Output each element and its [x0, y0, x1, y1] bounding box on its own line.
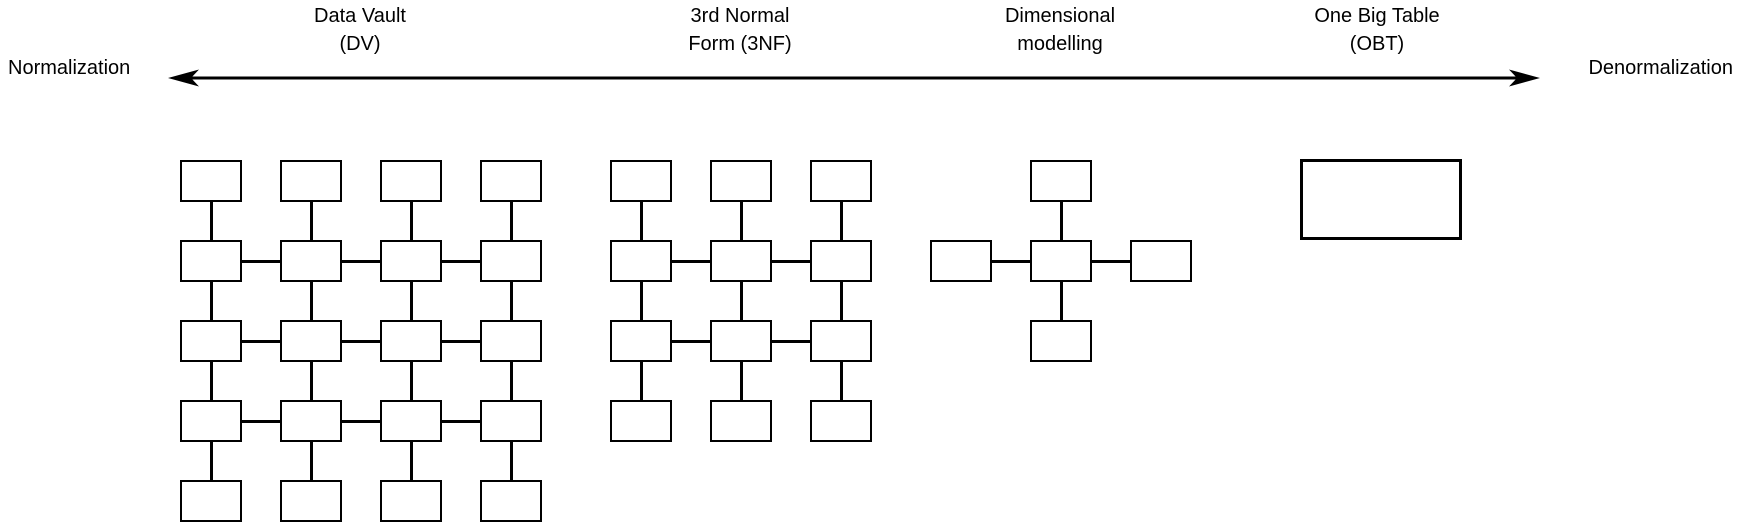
- table-box: [180, 240, 242, 282]
- connector-line: [1059, 282, 1063, 320]
- table-box: [610, 240, 672, 282]
- connector-line: [242, 339, 280, 343]
- connector-line: [509, 282, 513, 320]
- connector-line: [1092, 259, 1130, 263]
- table-box: [180, 320, 242, 362]
- approach-label-line1: 3rd Normal: [690, 5, 790, 27]
- denormalization-label: Denormalization: [1588, 57, 1733, 79]
- big-table-box: [1300, 159, 1462, 240]
- connector-line: [639, 362, 643, 400]
- connector-line: [342, 259, 380, 263]
- connector-line: [409, 282, 413, 320]
- table-box: [180, 480, 242, 522]
- connector-line: [342, 339, 380, 343]
- connector-line: [209, 362, 213, 400]
- table-box: [710, 240, 772, 282]
- connector-line: [639, 282, 643, 320]
- table-box: [280, 320, 342, 362]
- connector-line: [509, 442, 513, 480]
- connector-line: [242, 259, 280, 263]
- table-box: [280, 400, 342, 442]
- connector-line: [509, 362, 513, 400]
- table-box: [480, 320, 542, 362]
- approach-label-dimensional-modelling: Dimensional modelling: [1005, 2, 1115, 58]
- connector-line: [739, 282, 743, 320]
- connector-line: [772, 339, 810, 343]
- approach-label-line2: modelling: [1017, 33, 1103, 55]
- table-box: [710, 320, 772, 362]
- fact-table-box: [1030, 240, 1092, 282]
- table-box: [480, 400, 542, 442]
- connector-line: [309, 442, 313, 480]
- table-box: [610, 400, 672, 442]
- connector-line: [309, 362, 313, 400]
- table-box: [380, 160, 442, 202]
- connector-line: [442, 339, 480, 343]
- connector-line: [672, 339, 710, 343]
- connector-line: [839, 202, 843, 240]
- table-box: [380, 480, 442, 522]
- table-box: [280, 160, 342, 202]
- connector-line: [739, 202, 743, 240]
- connector-line: [209, 202, 213, 240]
- table-box: [380, 320, 442, 362]
- table-box: [710, 400, 772, 442]
- table-box: [480, 240, 542, 282]
- connector-line: [309, 282, 313, 320]
- connector-line: [409, 362, 413, 400]
- approach-label-line2: Form (3NF): [688, 33, 792, 55]
- approach-label-line1: Data Vault: [314, 5, 406, 27]
- table-box: [810, 240, 872, 282]
- connector-line: [209, 442, 213, 480]
- connector-line: [242, 419, 280, 423]
- connector-line: [839, 282, 843, 320]
- table-box: [280, 240, 342, 282]
- dimension-table-box: [1130, 240, 1192, 282]
- table-box: [180, 160, 242, 202]
- normalization-label: Normalization: [8, 57, 131, 79]
- dimension-table-box: [1030, 160, 1092, 202]
- table-box: [280, 480, 342, 522]
- connector-line: [772, 259, 810, 263]
- connector-line: [409, 202, 413, 240]
- table-box: [810, 160, 872, 202]
- connector-line: [1059, 202, 1063, 240]
- table-box: [710, 160, 772, 202]
- table-box: [180, 400, 242, 442]
- table-box: [810, 400, 872, 442]
- table-box: [810, 320, 872, 362]
- connector-line: [839, 362, 843, 400]
- table-box: [610, 160, 672, 202]
- connector-line: [209, 282, 213, 320]
- approach-label-data-vault: Data Vault (DV): [314, 2, 406, 58]
- table-box: [380, 240, 442, 282]
- approach-label-line1: One Big Table: [1314, 5, 1440, 27]
- approach-label-line1: Dimensional: [1004, 5, 1116, 27]
- connector-line: [409, 442, 413, 480]
- connector-line: [309, 202, 313, 240]
- connector-line: [739, 362, 743, 400]
- table-box: [480, 160, 542, 202]
- connector-line: [509, 202, 513, 240]
- table-box: [610, 320, 672, 362]
- approach-label-one-big-table: One Big Table (OBT): [1314, 2, 1439, 58]
- connector-line: [992, 259, 1030, 263]
- approach-label-line2: (OBT): [1349, 33, 1405, 55]
- connector-line: [342, 419, 380, 423]
- connector-line: [442, 259, 480, 263]
- connector-line: [639, 202, 643, 240]
- connector-line: [672, 259, 710, 263]
- dimension-table-box: [1030, 320, 1092, 362]
- approach-label-third-normal-form: 3rd Normal Form (3NF): [688, 2, 791, 58]
- approach-label-line2: (DV): [339, 33, 381, 55]
- dimension-table-box: [930, 240, 992, 282]
- connector-line: [442, 419, 480, 423]
- table-box: [480, 480, 542, 522]
- table-box: [380, 400, 442, 442]
